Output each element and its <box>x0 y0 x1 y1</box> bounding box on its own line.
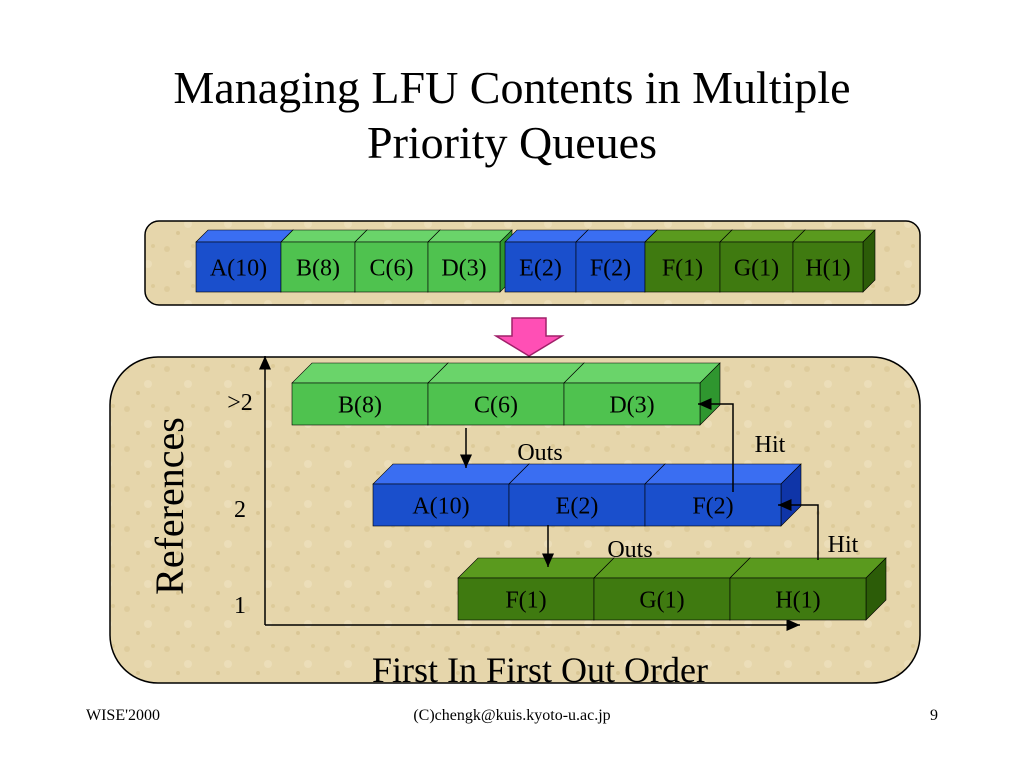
queue-block: G(1) <box>593 557 751 621</box>
block-front-face <box>457 577 595 621</box>
block-front-face <box>195 241 282 293</box>
transition-arrow <box>493 317 565 357</box>
queue-block: D(3) <box>563 362 721 426</box>
block-label: F(1) <box>662 255 703 281</box>
title-line-2: Priority Queues <box>366 117 657 168</box>
top-queue-block: C(6) <box>354 229 441 293</box>
block-front-face <box>563 382 701 426</box>
block-top-face <box>563 362 721 384</box>
block-front-face <box>644 241 721 293</box>
block-label: F(2) <box>590 255 631 281</box>
queue-block: C(6) <box>427 362 585 426</box>
block-top-face <box>575 229 658 243</box>
block-top-face <box>354 229 441 243</box>
top-queue-block: A(10) <box>195 229 294 293</box>
x-axis-label: First In First Out Order <box>372 650 708 690</box>
level-label-gt2: >2 <box>227 390 253 416</box>
outs-label-upper: Outs <box>517 440 562 466</box>
block-front-face <box>504 241 577 293</box>
top-queue-block: F(1) <box>644 229 733 293</box>
slide-title: Managing LFU Contents in Multiple Priori… <box>60 60 964 170</box>
hit-arrow-upper <box>698 398 734 492</box>
block-label: C(6) <box>474 392 518 418</box>
queue-block: B(8) <box>291 362 449 426</box>
block-label: C(6) <box>370 255 414 281</box>
block-top-face <box>729 557 887 579</box>
queue-block: A(10) <box>372 463 530 527</box>
block-label: B(8) <box>296 255 340 281</box>
hit-label-lower: Hit <box>828 532 859 558</box>
block-top-face <box>792 229 876 243</box>
block-top-face <box>719 229 806 243</box>
block-top-face <box>644 229 733 243</box>
block-label: A(10) <box>412 493 469 519</box>
level-label-1: 1 <box>234 593 246 619</box>
queue-block: H(1) <box>729 557 887 621</box>
block-top-face <box>508 463 666 485</box>
block-front-face <box>354 241 429 293</box>
block-top-face <box>504 229 589 243</box>
block-front-face <box>280 241 356 293</box>
block-label: G(1) <box>639 587 684 613</box>
top-queue-block: G(1) <box>719 229 806 293</box>
hit-arrow-lower <box>778 499 819 560</box>
block-top-face <box>427 229 513 243</box>
outs-label-lower: Outs <box>607 537 652 563</box>
lfu-queue-diagram: A(10) B(8) C(6) D(3) E(2) F(2) F(1) G(1) H(1) Re… <box>109 220 921 690</box>
queue-2: A(10) E(2) F(2) <box>372 463 802 527</box>
block-label: D(3) <box>609 392 654 418</box>
block-label: A(10) <box>210 255 267 281</box>
y-axis-label: References <box>147 417 192 595</box>
title-line-1: Managing LFU Contents in Multiple <box>173 62 851 113</box>
hit-label-upper: Hit <box>755 432 786 458</box>
queue-gt2: B(8) C(6) D(3) <box>291 362 721 426</box>
top-queue-block: D(3) <box>427 229 513 293</box>
block-front-face <box>291 382 429 426</box>
block-label: G(1) <box>734 255 779 281</box>
block-top-face <box>644 463 802 485</box>
block-label: F(1) <box>505 587 546 613</box>
block-front-face <box>575 241 646 293</box>
footer-left: WISE'2000 <box>86 707 160 724</box>
block-label: B(8) <box>338 392 382 418</box>
block-label: H(1) <box>775 587 820 613</box>
block-front-face <box>372 483 510 527</box>
queue-block: F(1) <box>457 557 615 621</box>
queue-block: F(2) <box>644 463 802 527</box>
block-top-face <box>457 557 615 579</box>
block-label: D(3) <box>441 255 486 281</box>
block-front-face <box>427 241 501 293</box>
block-front-face <box>792 241 864 293</box>
block-top-face <box>280 229 368 243</box>
block-front-face <box>729 577 867 621</box>
slide-number: 9 <box>930 707 938 724</box>
block-front-face <box>593 577 731 621</box>
block-front-face <box>719 241 794 293</box>
block-label: F(2) <box>692 493 733 519</box>
block-top-face <box>195 229 294 243</box>
footer-center: (C)chengk@kuis.kyoto-u.ac.jp <box>413 707 611 724</box>
block-front-face <box>427 382 565 426</box>
block-top-face <box>291 362 449 384</box>
queue-1: F(1) G(1) H(1) <box>457 557 887 621</box>
level-label-2: 2 <box>234 497 246 523</box>
block-top-face <box>372 463 530 485</box>
block-label: E(2) <box>519 255 562 281</box>
top-queue-block: B(8) <box>280 229 368 293</box>
top-queue-block: E(2) <box>504 229 589 293</box>
queue-block: E(2) <box>508 463 666 527</box>
block-front-face <box>644 483 782 527</box>
top-queue-block: H(1) <box>792 229 876 293</box>
block-label: E(2) <box>556 493 599 519</box>
block-top-face <box>427 362 585 384</box>
top-queue: A(10) B(8) C(6) D(3) E(2) F(2) F(1) G(1) H(1) <box>195 229 876 293</box>
block-label: H(1) <box>805 255 850 281</box>
block-front-face <box>508 483 646 527</box>
